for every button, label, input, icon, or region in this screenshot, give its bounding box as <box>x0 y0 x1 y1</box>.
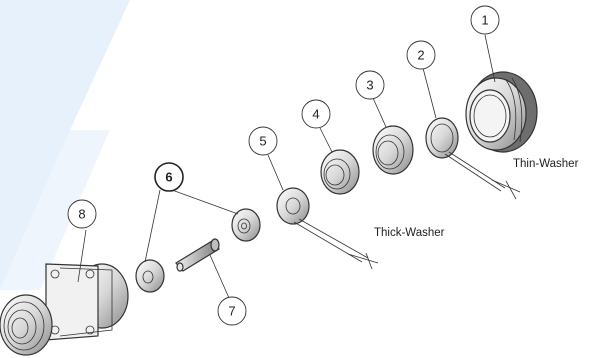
callout-5: 5 <box>248 126 278 156</box>
background-accent <box>0 0 130 290</box>
callout-8-number: 8 <box>78 207 85 222</box>
thick-washer-label: Thick-Washer <box>374 227 445 239</box>
thin-washer-dimension <box>444 151 521 200</box>
callout-1: 1 <box>470 5 500 35</box>
thick-washer-dimension <box>293 218 379 270</box>
callout-3-number: 3 <box>366 78 373 93</box>
part-8-flange-receptacle <box>0 263 129 356</box>
callout-8: 8 <box>67 199 97 229</box>
callout-4: 4 <box>301 99 331 129</box>
callout-2: 2 <box>406 40 436 70</box>
callout-5-number: 5 <box>259 134 266 149</box>
callout-4-number: 4 <box>312 107 319 122</box>
callout-7: 7 <box>217 296 247 326</box>
thin-washer-label: Thin-Washer <box>513 158 579 170</box>
part-4-gasket <box>320 149 360 195</box>
callout-7-number: 7 <box>228 304 235 319</box>
callout-1-number: 1 <box>481 13 488 28</box>
callout-6: 6 <box>154 162 184 192</box>
part-1-coupling-nut <box>465 71 538 153</box>
part-6-insulator-rear <box>231 208 261 242</box>
callout-3: 3 <box>355 70 385 100</box>
part-6-insulator-front <box>135 259 165 293</box>
leader-lines <box>77 34 496 299</box>
part-7-center-pin <box>175 238 220 272</box>
part-5-thick-washer <box>276 187 310 225</box>
part-3-seal-ring <box>372 125 414 175</box>
callout-6-number: 6 <box>165 170 172 185</box>
part-2-thin-washer <box>425 117 459 159</box>
callout-2-number: 2 <box>417 48 424 63</box>
